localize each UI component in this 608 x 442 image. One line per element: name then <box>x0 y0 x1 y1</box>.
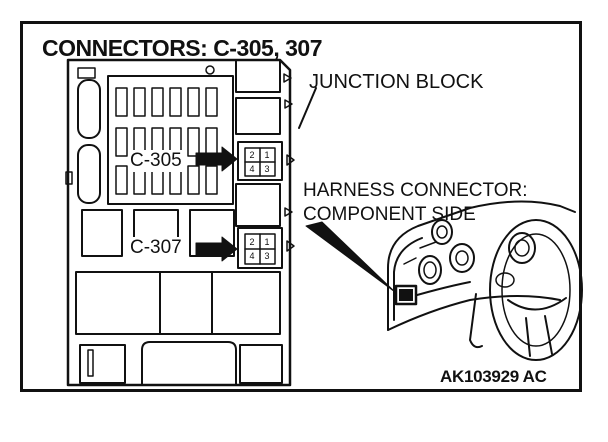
c305-pin-1: 1 <box>264 150 270 160</box>
figure-code: AK103929 AC <box>440 367 547 386</box>
junction-leader-line <box>298 87 317 129</box>
c307-pin-3: 3 <box>264 251 270 261</box>
diagram-title: CONNECTORS: C-305, 307 <box>42 35 323 61</box>
c307-pin-4: 4 <box>249 251 255 261</box>
connector-c305-outline <box>237 141 283 181</box>
c307-pin-1: 1 <box>264 237 270 247</box>
diagram-frame <box>20 21 582 392</box>
junction-block <box>65 58 292 387</box>
c307-pin-2: 2 <box>249 237 255 247</box>
harness-connector-label: HARNESS CONNECTOR: <box>303 180 528 201</box>
c305-pin-3: 3 <box>264 164 270 174</box>
connector-c305-label: C-305 <box>128 150 184 172</box>
arrow-c307-icon <box>195 236 238 262</box>
harness-leader-wedge <box>305 221 396 293</box>
c305-pin-4: 4 <box>249 164 255 174</box>
triangle-markers <box>283 73 295 252</box>
connector-c307-label: C-307 <box>128 237 184 259</box>
component-side-label: COMPONENT SIDE <box>303 204 476 225</box>
car-interior-view <box>387 200 583 361</box>
connector-c307-outline <box>237 227 283 269</box>
junction-block-label: JUNCTION BLOCK <box>309 71 484 93</box>
arrow-c305-icon <box>195 146 238 172</box>
c305-pin-2: 2 <box>249 150 255 160</box>
